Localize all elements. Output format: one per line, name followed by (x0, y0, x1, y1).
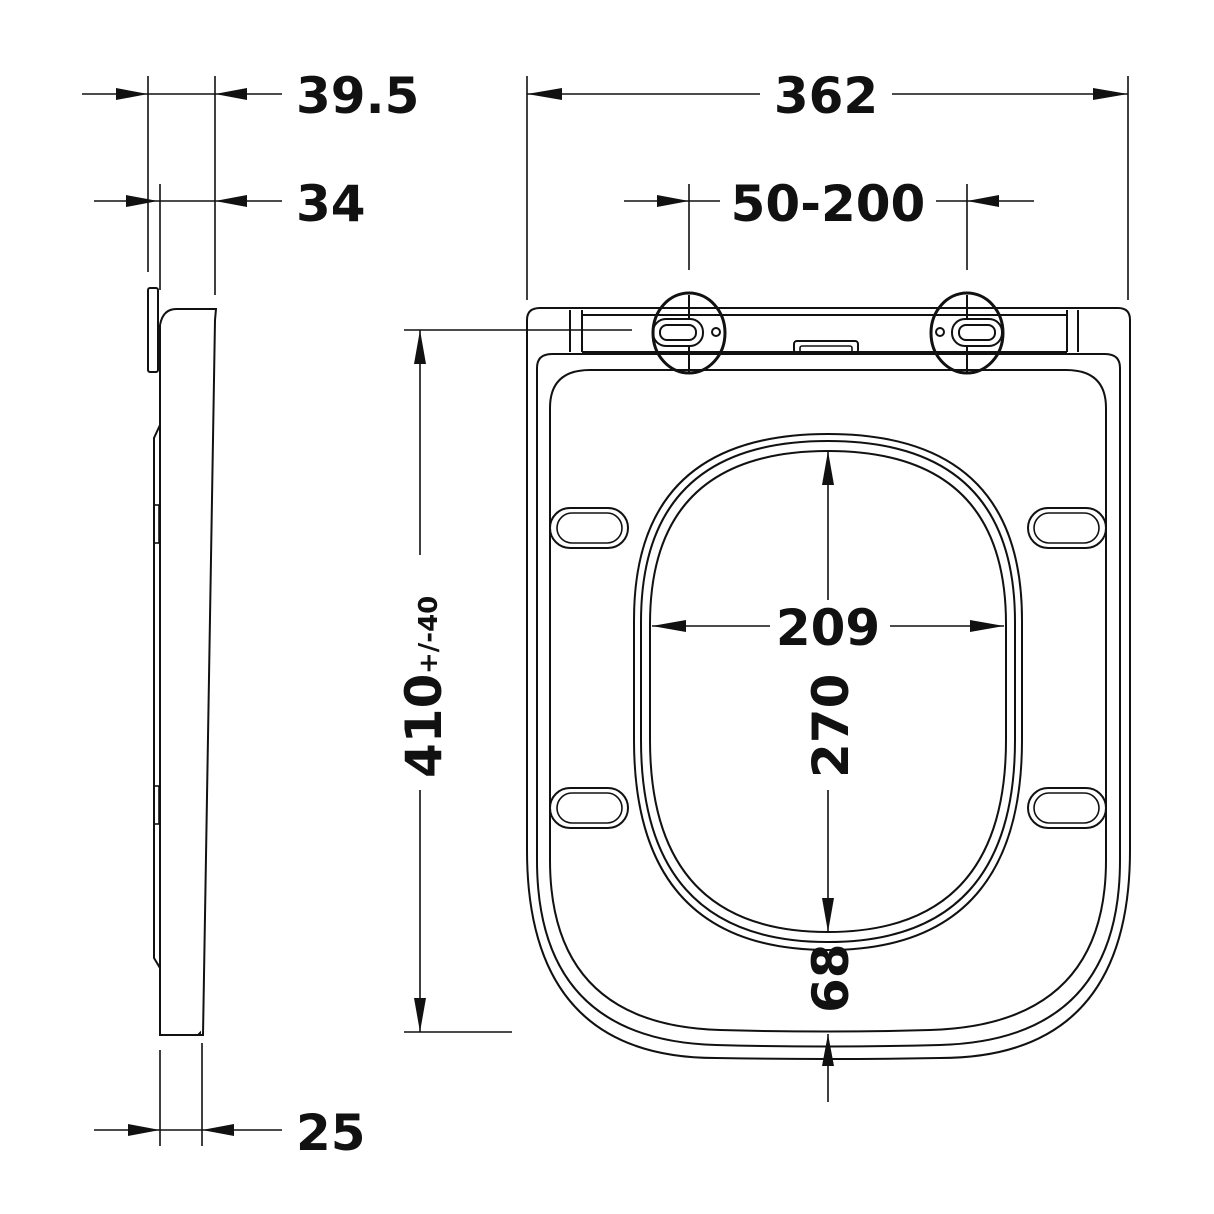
side-view: 39.5 34 25 (82, 67, 419, 1162)
dim-opening-length: 270 (802, 674, 860, 778)
dim-front-rim: 68 (802, 943, 860, 1013)
dim-total-thickness: 39.5 (296, 67, 419, 125)
dim-opening-width: 209 (776, 599, 880, 657)
top-view: 362 50-200 (395, 67, 1131, 1102)
hinge-right (929, 291, 1005, 375)
hinge-left (651, 291, 727, 375)
dim-overall-width: 362 (774, 67, 878, 125)
dim-length: 410 (395, 674, 453, 778)
dim-length-tolerance: +/-40 (414, 596, 444, 674)
dim-front-thickness: 25 (296, 1104, 366, 1162)
dim-hinge-spacing: 50-200 (731, 175, 926, 233)
dim-seat-thickness: 34 (296, 175, 366, 233)
